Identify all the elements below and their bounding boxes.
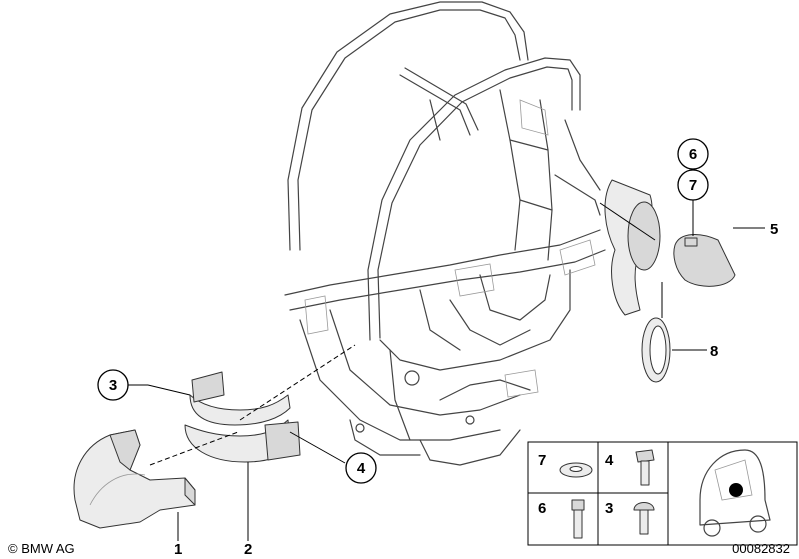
inset-label-6: 6: [538, 500, 546, 517]
inset-panel: 7 4 6 3: [527, 441, 798, 546]
copyright-text: © BMW AG: [8, 541, 75, 556]
callout-1: 1: [174, 541, 182, 558]
inset-label-7: 7: [538, 452, 546, 469]
callout-7: 7: [677, 169, 709, 201]
round-screw-part: [633, 502, 655, 535]
part-3-strap: [189, 371, 291, 426]
diagram-number: 00082832: [732, 541, 790, 556]
svg-text:4: 4: [357, 460, 366, 477]
callout-4: 4: [345, 452, 377, 484]
callout-3: 3: [97, 369, 129, 401]
svg-text:7: 7: [689, 177, 697, 194]
washer-part: [559, 462, 593, 478]
svg-text:3: 3: [109, 377, 117, 394]
callout-6: 6: [677, 138, 709, 170]
part-2-bracket: [184, 419, 301, 463]
vehicle-locator-icon: [699, 449, 771, 537]
callout-8: 8: [710, 343, 718, 360]
leader-lines: [126, 196, 765, 541]
part-8-ring: [641, 317, 671, 383]
callout-2: 2: [244, 541, 252, 558]
hex-bolt-part: [635, 449, 655, 486]
socket-screw-part: [571, 499, 585, 539]
location-marker: [729, 483, 743, 497]
svg-text:6: 6: [689, 146, 697, 163]
part-1-fairing: [73, 429, 196, 529]
vehicle-frame: [284, 1, 606, 466]
inset-label-3: 3: [605, 500, 613, 517]
part-5-headlight: [604, 179, 736, 316]
callout-5: 5: [770, 221, 778, 238]
inset-label-4: 4: [605, 452, 614, 469]
